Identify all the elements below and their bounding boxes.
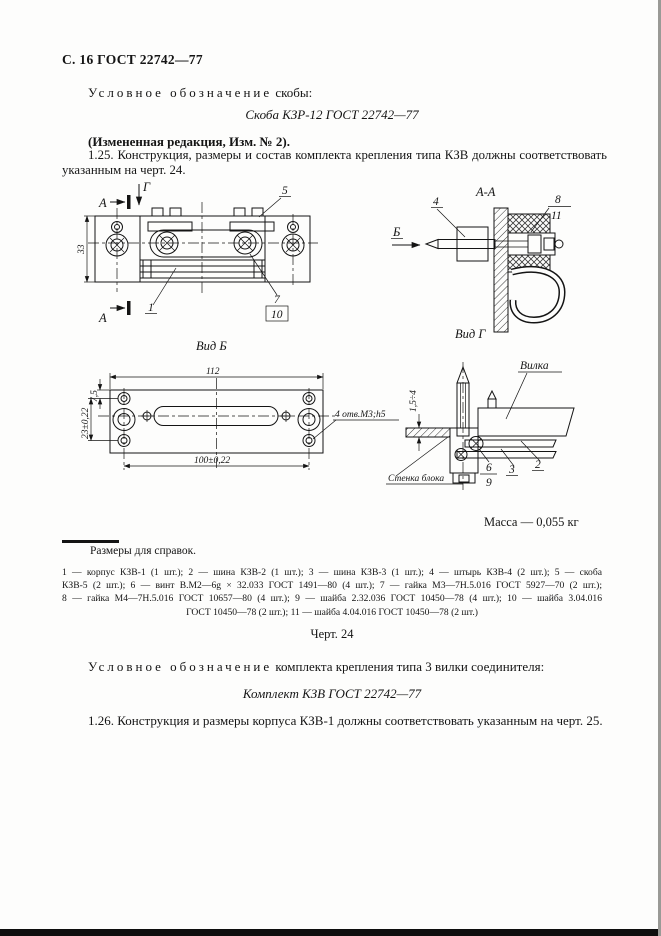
clamp-designation-paragraph: Условное обозначение скобы: [62,85,607,101]
dim-23-label: 23±0,22 [81,407,91,439]
dim-wall-label: 1,5÷4 [409,390,419,412]
holes-note-label: 4 отв.М3;h5 [335,410,386,420]
scan-edge-bottom [0,929,661,936]
callout-3-label: 3 [508,464,515,476]
parts-list: 1 — корпус КЗВ-1 (1 шт.); 2 — шина КЗВ-2… [62,566,602,619]
figure-24-drawings: 33 А А Г 5 1 7 10 А-А [77,180,575,490]
amendment-note: (Измененная редакция, Изм. № 2). [88,134,290,149]
dim-7-5-label: 7,5 [90,390,100,402]
section-a-top-label: А [98,196,107,210]
figure-caption: Черт. 24 [310,627,354,641]
view-b-title: Вид Б [196,339,227,353]
callout-2-label: 2 [535,459,541,471]
wall-label: Стенка блока [388,473,444,484]
front-view-drawing: 33 А А Г 5 1 7 10 [77,180,318,325]
section-aa-title: А-А [475,185,496,199]
plug-label: Вилка [520,360,549,372]
clause-1-25: 1.25. Конструкция, размеры и состав комп… [62,148,607,177]
parts-list-line: КЗВ-5 (2 шт.); 6 — винт В.М2—6g × 32.033… [62,580,602,592]
kit-designation-lead-text: Условное обозначение [88,659,273,674]
parts-list-line: 1 — корпус КЗВ-1 (1 шт.); 2 — шина КЗВ-2… [62,567,602,578]
designation-lead-text: Условное обозначение [88,85,273,100]
footnote-text: Размеры для справок. [90,545,197,557]
callout-5-label: 5 [282,185,288,197]
parts-list-line: ГОСТ 10450—78 (2 шт.); 11 — шайба 4.04.0… [186,606,478,618]
dim-112-label: 112 [206,367,220,377]
callout-8-label: 8 [555,194,561,206]
kit-designation-rest-text: комплекта крепления типа 3 вилки соедини… [275,659,545,674]
section-aa-drawing: А-А Б 4 [391,185,571,333]
kit-designation-formula: Комплект КЗВ ГОСТ 22742—77 [242,686,422,701]
view-b-drawing: Вид Б 112 [81,339,399,470]
mass-note: Масса — 0,055 кг [484,515,579,529]
callout-4-label: 4 [433,196,439,208]
kit-designation-paragraph: Условное обозначение комплекта крепления… [62,659,607,675]
view-g-drawing: Вид Г [386,327,575,490]
callout-6-label: 6 [486,462,492,474]
clause-1-26: 1.26. Конструкция и размеры корпуса КЗВ-… [88,713,603,728]
clamp-designation-formula: Скоба КЗР-12 ГОСТ 22742—77 [245,107,419,122]
scan-edge-right [658,0,661,936]
footnote-rule [62,540,119,543]
dim-33-label: 33 [77,244,87,255]
callout-1-label: 1 [148,302,154,314]
callout-9-label: 9 [486,477,492,489]
view-arrow-b-label: Б [392,225,401,239]
callout-11-label: 11 [551,210,562,222]
view-g-title: Вид Г [455,327,486,341]
callout-7-label: 7 [274,294,281,306]
designation-rest-text: скобы: [275,85,313,100]
parts-list-line: 8 — гайка М4—7Н.5.016 ГОСТ 10657—80 (4 ш… [62,593,602,605]
section-a-bottom-label: А [98,311,107,325]
view-arrow-g-label: Г [142,180,151,194]
callout-10-label: 10 [271,309,283,321]
dim-100-label: 100±0,22 [194,456,230,466]
page-header: С. 16 ГОСТ 22742—77 [62,52,203,67]
